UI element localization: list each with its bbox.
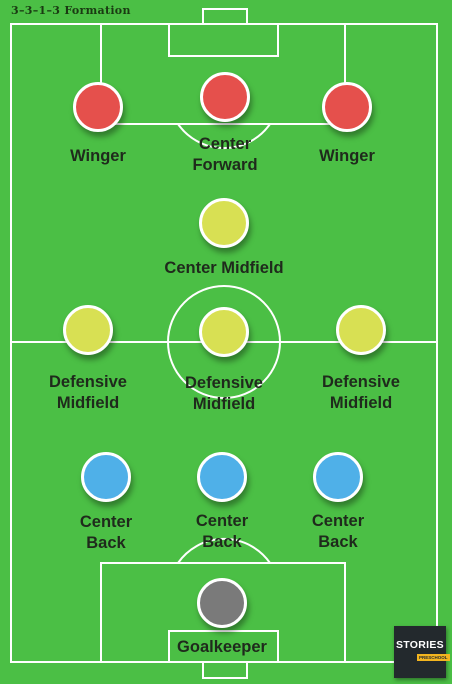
player-left-defensive-midfield bbox=[63, 305, 113, 355]
label-right-center-back: Center Back bbox=[311, 512, 365, 551]
label-middle-center-back: Center Back bbox=[195, 512, 249, 551]
label-left-center-back: Center Back bbox=[79, 513, 133, 552]
player-left-center-back bbox=[81, 452, 131, 502]
player-center-forward bbox=[200, 72, 250, 122]
player-center-defensive-midfield bbox=[199, 307, 249, 357]
top-goal bbox=[202, 8, 248, 25]
logo-main-text: STORIES bbox=[395, 639, 444, 651]
label-left-winger: Winger bbox=[70, 147, 126, 165]
player-left-winger bbox=[73, 82, 123, 132]
player-right-winger bbox=[322, 82, 372, 132]
bottom-penalty-arc bbox=[177, 537, 271, 564]
label-right-winger: Winger bbox=[319, 147, 375, 165]
top-goal-area bbox=[168, 23, 279, 57]
player-middle-center-back bbox=[197, 452, 247, 502]
label-left-defensive-midfield: Defensive Midfield bbox=[49, 373, 127, 412]
label-goalkeeper: Goalkeeper bbox=[177, 638, 267, 656]
formation-title: 3–3–1–3 Formation bbox=[11, 4, 131, 17]
label-right-defensive-midfield: Defensive Midfield bbox=[322, 373, 400, 412]
label-center-midfield: Center Midfield bbox=[164, 259, 284, 277]
logo-sub-text: PRESCHOOL bbox=[417, 654, 450, 661]
label-center-defensive-midfield: Defensive Midfield bbox=[185, 374, 263, 413]
stories-preschool-logo: STORIES PRESCHOOL bbox=[394, 626, 450, 678]
player-right-defensive-midfield bbox=[336, 305, 386, 355]
top-penalty-arc bbox=[177, 123, 271, 150]
bottom-goal bbox=[202, 661, 248, 679]
player-center-midfield bbox=[199, 198, 249, 248]
player-goalkeeper bbox=[197, 578, 247, 628]
player-right-center-back bbox=[313, 452, 363, 502]
label-center-forward: Center Forward bbox=[192, 135, 258, 174]
center-circle bbox=[167, 285, 281, 399]
